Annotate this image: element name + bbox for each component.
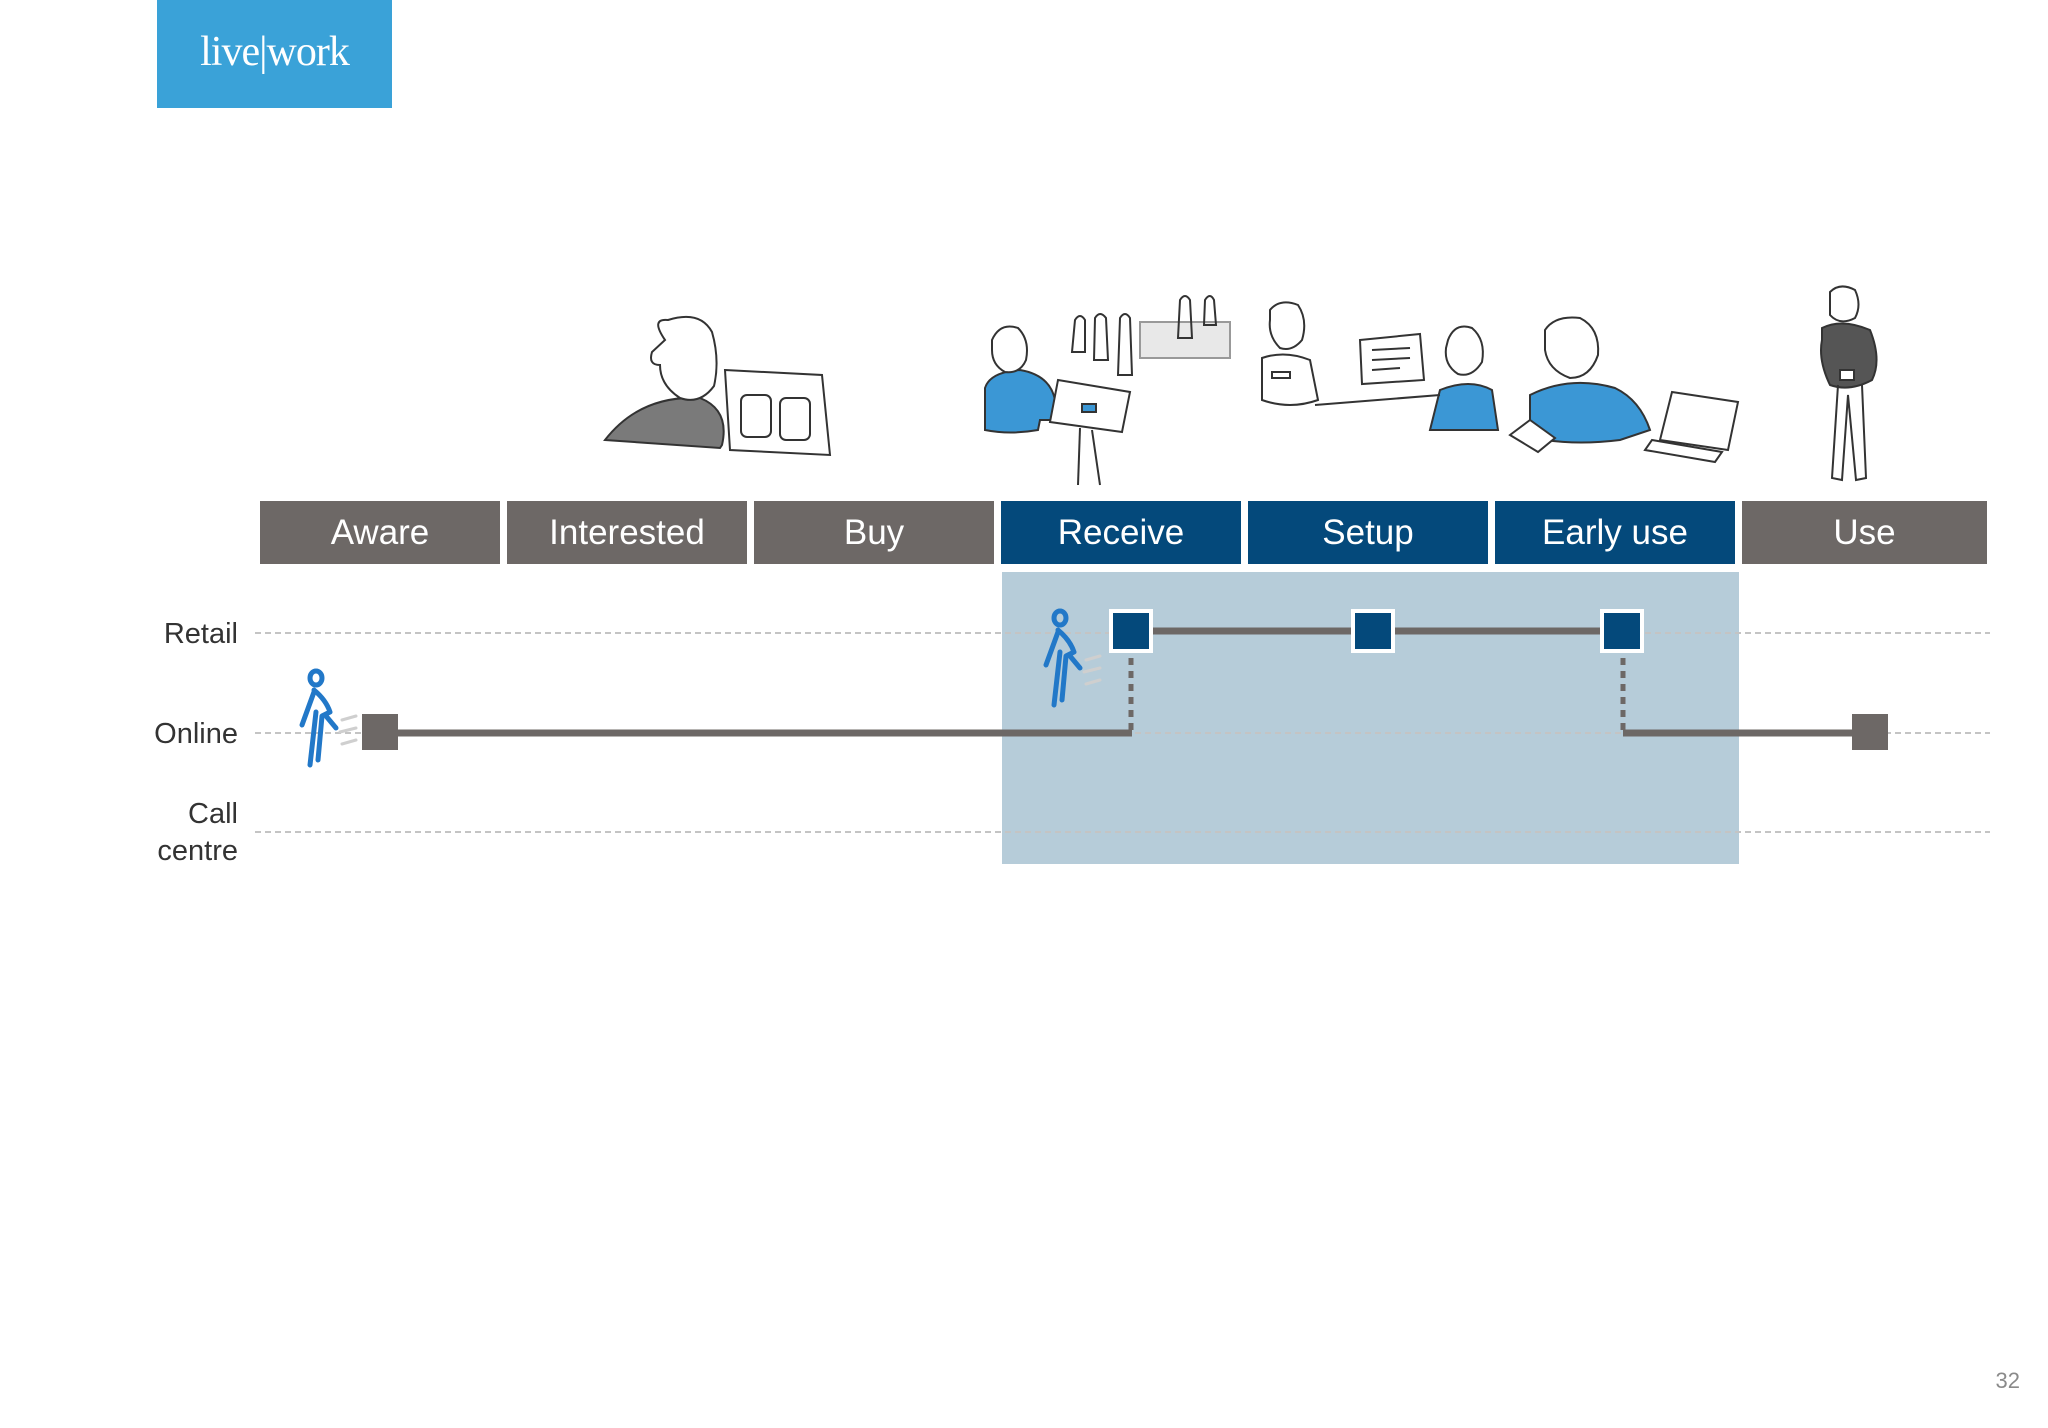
touchpoint-retail-early-use xyxy=(1600,609,1644,653)
phase-label: Interested xyxy=(549,512,705,552)
phase-aware: Aware xyxy=(260,501,500,564)
touchpoint-online-aware xyxy=(362,714,398,750)
phase-label: Setup xyxy=(1322,512,1414,552)
phase-label: Buy xyxy=(843,512,905,552)
phase-label: Early use xyxy=(1542,512,1688,552)
channel-label-online: Online xyxy=(154,718,238,750)
channel-label-retail: Retail xyxy=(163,618,238,650)
phase-use: Use xyxy=(1742,501,1987,564)
phase-label: Use xyxy=(1833,512,1896,552)
touchpoint-online-use xyxy=(1852,714,1888,750)
standing-person-with-phone-illustration xyxy=(1820,285,1878,482)
logo-text: live|work xyxy=(200,29,350,75)
phase-early-use: Early use xyxy=(1495,501,1735,564)
touchpoint-retail-receive xyxy=(1109,609,1153,653)
channel-label-call-centre: Call centre xyxy=(157,798,238,867)
phase-label: Aware xyxy=(330,512,430,552)
person-at-kiosk-illustration xyxy=(984,295,1231,486)
livework-logo: live|work xyxy=(157,0,392,108)
phase-label: Receive xyxy=(1057,512,1185,552)
walking-person-icon xyxy=(1043,608,1102,708)
person-at-laptop-illustration xyxy=(603,316,832,457)
touchpoint-retail-setup xyxy=(1351,609,1395,653)
phase-buy: Buy xyxy=(754,501,994,564)
phase-setup: Setup xyxy=(1248,501,1488,564)
phase-receive: Receive xyxy=(1001,501,1241,564)
phase-interested: Interested xyxy=(507,501,747,564)
assistant-helping-customer-illustration xyxy=(1261,301,1500,431)
page-number: 32 xyxy=(1995,1368,2020,1393)
man-with-phone-and-laptop-illustration xyxy=(1508,316,1740,464)
walking-person-icon xyxy=(299,668,358,768)
